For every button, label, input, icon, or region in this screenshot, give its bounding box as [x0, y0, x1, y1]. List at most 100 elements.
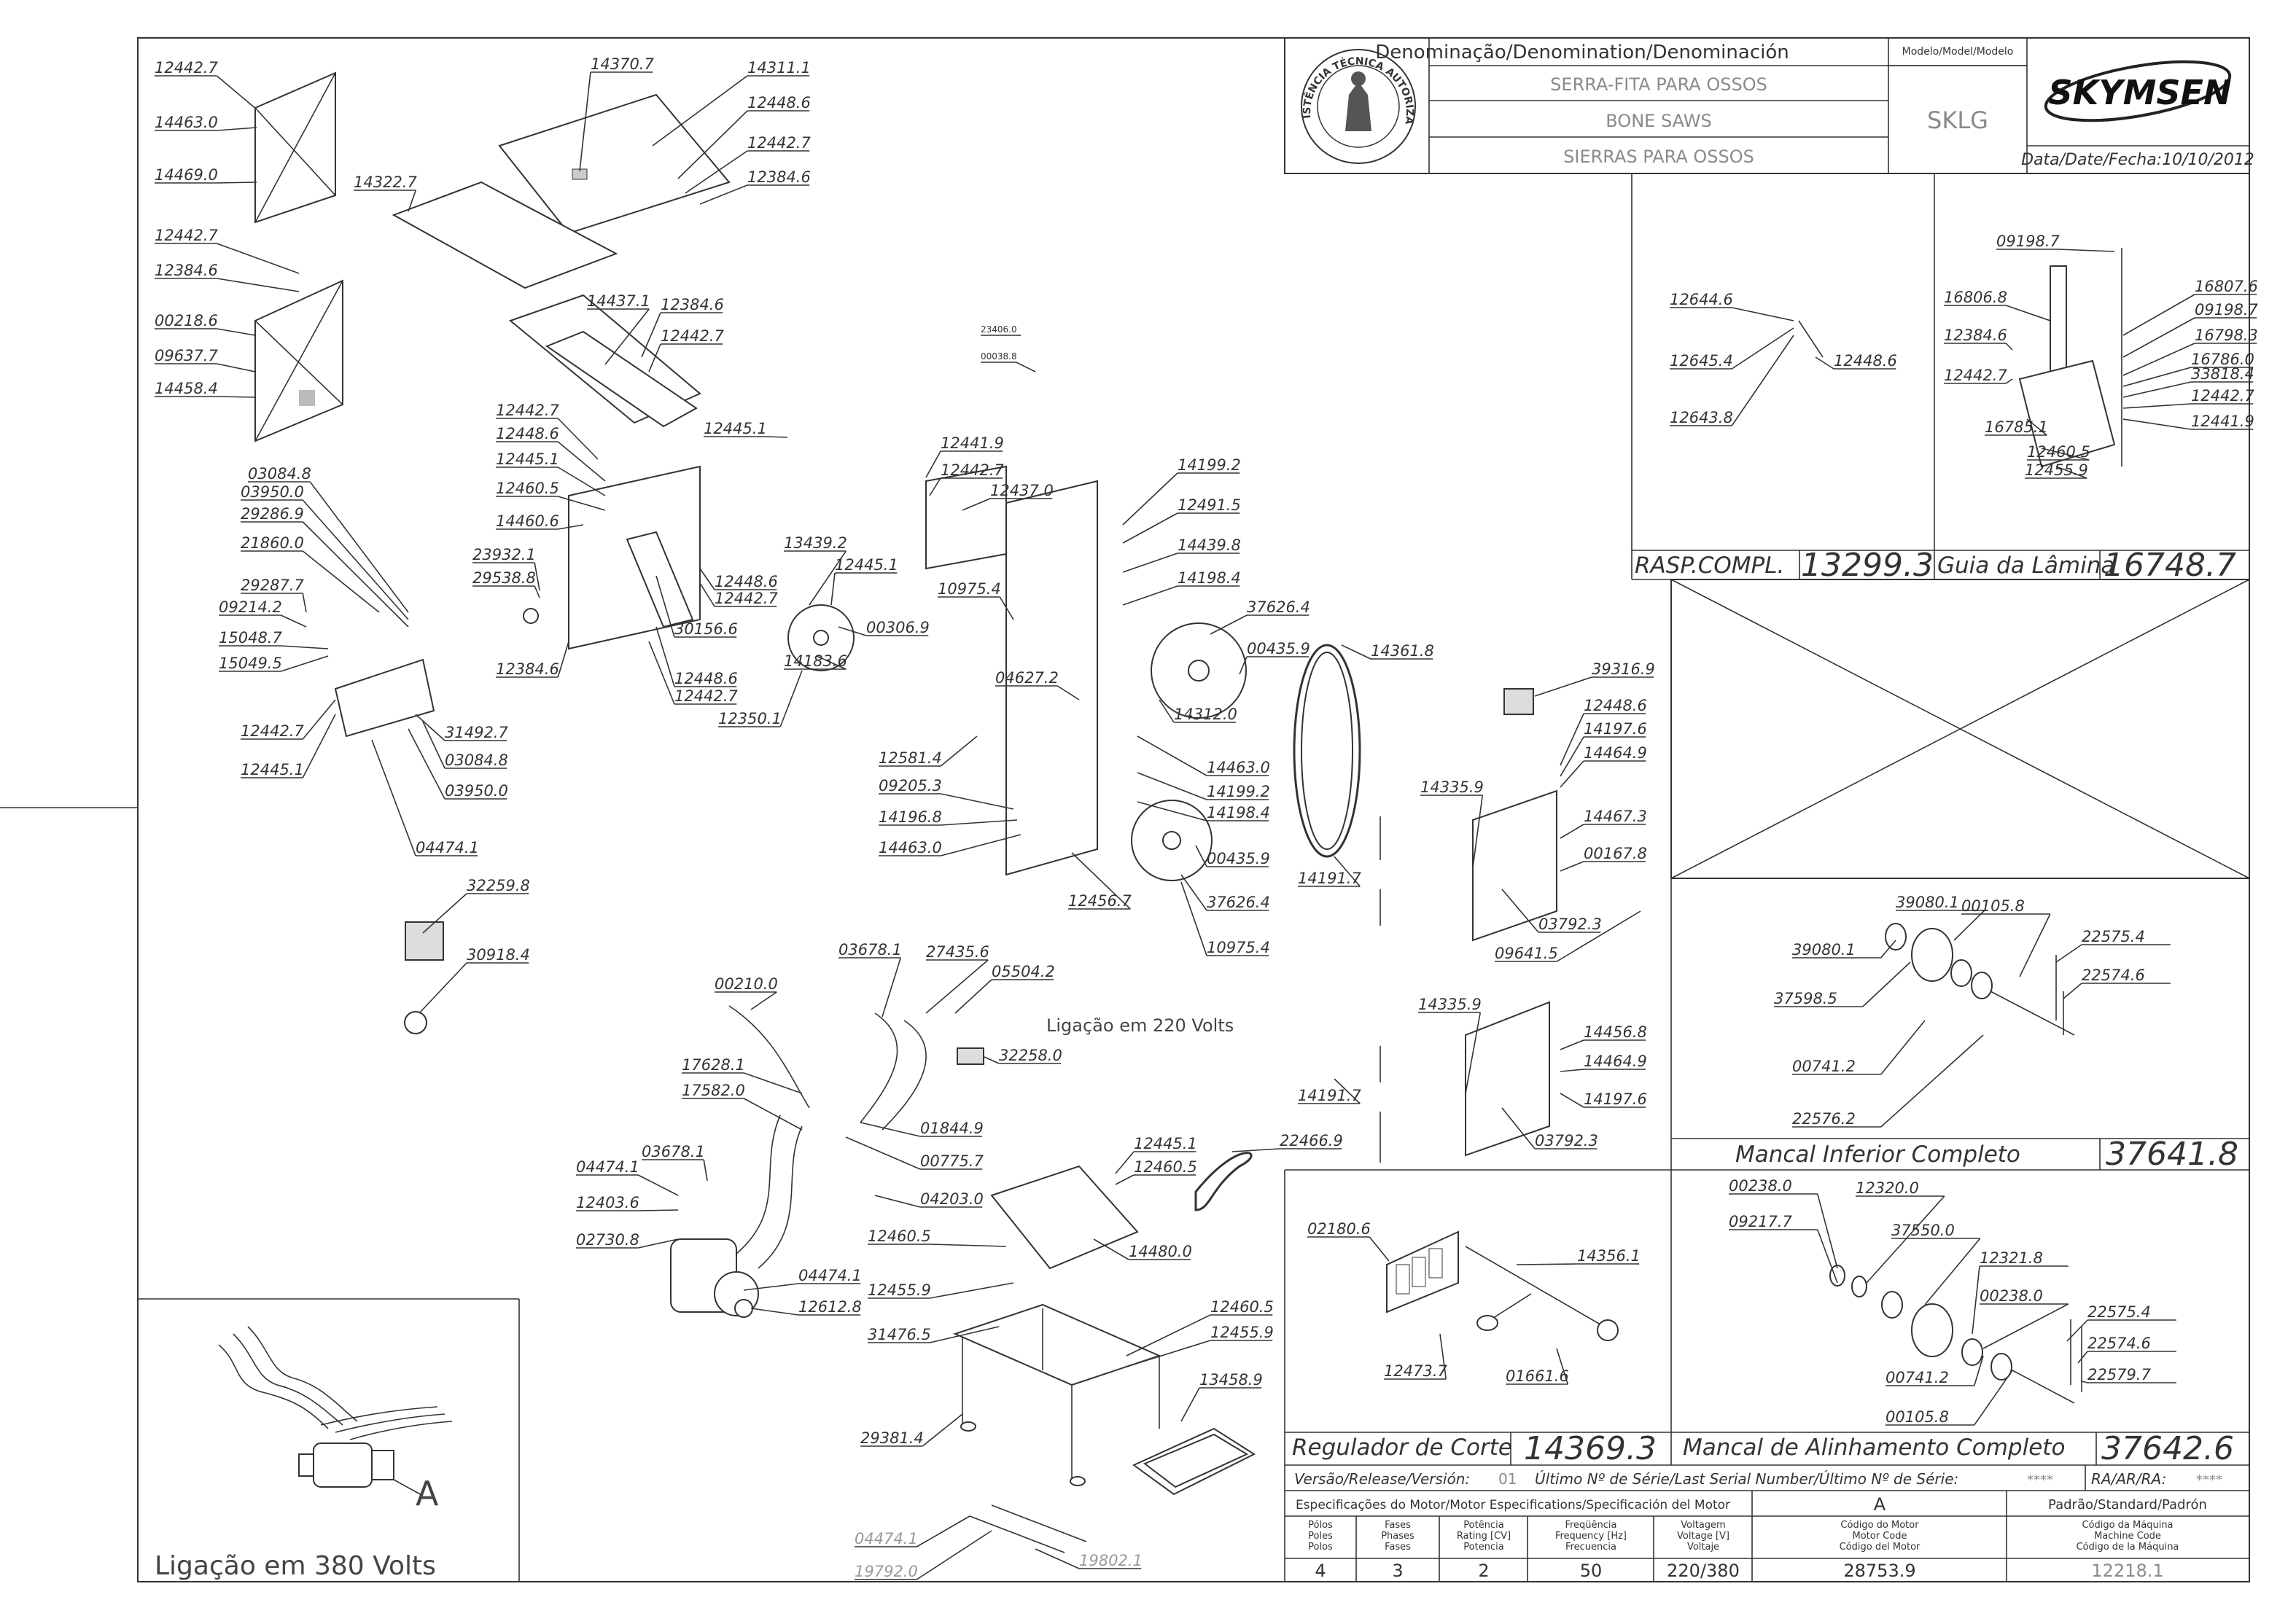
motor-col-value: 2 [1478, 1561, 1489, 1581]
standard-label: Padrão/Standard/Padrón [2048, 1497, 2207, 1512]
part-number-label: 14311.1 [747, 59, 811, 77]
part-leader-line [1369, 1236, 1390, 1262]
part-number-label: 14463.0 [155, 114, 218, 131]
part-number-label: 16807.6 [2195, 278, 2258, 295]
part-leader-line [1093, 1238, 1129, 1260]
part-number-label: 14370.7 [591, 55, 654, 73]
part-leader-line [1180, 874, 1207, 911]
part-leader-line [1880, 1020, 1926, 1075]
part-number-label: 22579.7 [2087, 1366, 2151, 1383]
part-number-label: 04474.1 [798, 1267, 862, 1284]
part-leader-line [1016, 362, 1036, 372]
part-leader-line [558, 496, 606, 511]
part-leader-line [648, 343, 661, 372]
motor-col-value: 4 [1315, 1561, 1326, 1581]
part-number-label: 02730.8 [576, 1231, 639, 1249]
part-leader-line [743, 1098, 803, 1131]
part-number-label: 12445.1 [1134, 1135, 1197, 1152]
part-leader-line [408, 190, 417, 212]
part-leader-line [309, 481, 409, 613]
part-number-label: 00105.8 [1961, 897, 2025, 915]
part-number-label: 12320.0 [1856, 1179, 1919, 1197]
part-number-label: 12445.1 [704, 420, 767, 437]
part-leader-line [1465, 1012, 1482, 1094]
part-leader-line [1472, 795, 1484, 868]
part-number-label: 14480.0 [1129, 1243, 1192, 1260]
part-number-label: 22466.9 [1280, 1132, 1343, 1149]
part-leader-line [1817, 1193, 1838, 1269]
release-date: Data/Date/Fecha:10/10/2012 [2021, 151, 2254, 169]
part-leader-line [1195, 845, 1207, 867]
part-leader-line [371, 739, 416, 856]
part-number-label: 14197.6 [1584, 1090, 1647, 1108]
part-number-label: 12445.1 [496, 450, 559, 468]
part-leader-line [557, 641, 569, 678]
motor-variant: A [1874, 1494, 1886, 1515]
part-leader-line [422, 893, 467, 934]
part-leader-line [1231, 1148, 1280, 1152]
part-number-label: 12460.5 [1134, 1158, 1197, 1176]
part-number-label: 03792.3 [1538, 916, 1602, 933]
part-leader-line [604, 308, 650, 365]
part-number-label: 12460.5 [2027, 443, 2090, 461]
detail-a-label: A [416, 1474, 439, 1513]
part-leader-line [874, 1195, 921, 1208]
part-leader-line [1974, 1370, 2013, 1426]
part-number-label: 03678.1 [838, 941, 902, 959]
part-number-label: 03950.0 [241, 483, 304, 501]
part-leader-line [743, 1072, 803, 1094]
rasp-label: RASP.COMPL. [1635, 553, 1784, 579]
part-number-label: 12350.1 [718, 710, 782, 727]
part-leader-line [1982, 1303, 2069, 1349]
part-number-label: 00038.8 [981, 351, 1017, 362]
part-number-label: 22574.6 [2082, 967, 2145, 984]
part-leader-line [779, 670, 803, 727]
part-leader-line [2005, 343, 2013, 351]
part-leader-line [558, 524, 584, 530]
part-number-label: 04474.1 [855, 1530, 918, 1547]
denomination-header: Denominação/Denomination/Denominación [1375, 42, 1789, 63]
part-leader-line [2077, 1351, 2088, 1364]
part-leader-line [750, 991, 777, 1010]
part-leader-line [415, 714, 445, 741]
part-number-label: 12445.1 [835, 556, 898, 574]
part-number-label: 09641.5 [1495, 945, 1558, 962]
part-number-label: 00741.2 [1886, 1369, 1949, 1386]
model-code: SKLG [1927, 106, 1988, 134]
part-number-label: 03084.8 [248, 465, 311, 483]
name-pt: SERRA-FITA PARA OSSOS [1550, 74, 1767, 95]
part-number-label: 12442.7 [715, 590, 778, 607]
part-number-label: 09198.7 [1996, 233, 2060, 250]
version-value: 01 [1498, 1470, 1517, 1488]
part-number-label: 12473.7 [1384, 1362, 1447, 1380]
part-number-label: 12442.7 [155, 59, 218, 77]
part-number-label: 12455.9 [1210, 1324, 1274, 1341]
part-leader-line [217, 181, 257, 184]
part-number-label: 09217.7 [1729, 1213, 1792, 1230]
part-leader-line [2081, 1381, 2088, 1383]
part-number-label: 16786.0 [2191, 351, 2254, 368]
part-number-label: 17582.0 [682, 1082, 745, 1099]
part-number-label: 23932.1 [472, 546, 536, 563]
name-es: SIERRAS PARA OSSOS [1563, 147, 1754, 167]
part-number-label: 14439.8 [1178, 536, 1241, 554]
part-number-label: 12442.7 [241, 722, 304, 740]
part-number-label: 12384.6 [496, 660, 559, 678]
part-number-label: 00218.6 [155, 312, 218, 329]
part-number-label: 32259.8 [467, 877, 530, 894]
part-number-label: 17628.1 [682, 1056, 745, 1074]
part-number-label: 12384.6 [1944, 327, 2007, 344]
part-number-label: 00435.9 [1207, 850, 1270, 867]
part-number-label: 14198.4 [1207, 804, 1270, 821]
part-number-label: 14464.9 [1584, 744, 1647, 762]
part-leader-line [2122, 367, 2192, 387]
part-leader-line [1334, 1078, 1361, 1104]
part-leader-line [217, 278, 300, 292]
part-leader-line [1126, 1314, 1211, 1356]
part-number-label: 12442.7 [674, 687, 738, 705]
part-leader-line [916, 1530, 992, 1580]
part-number-label: 29381.4 [860, 1429, 924, 1447]
